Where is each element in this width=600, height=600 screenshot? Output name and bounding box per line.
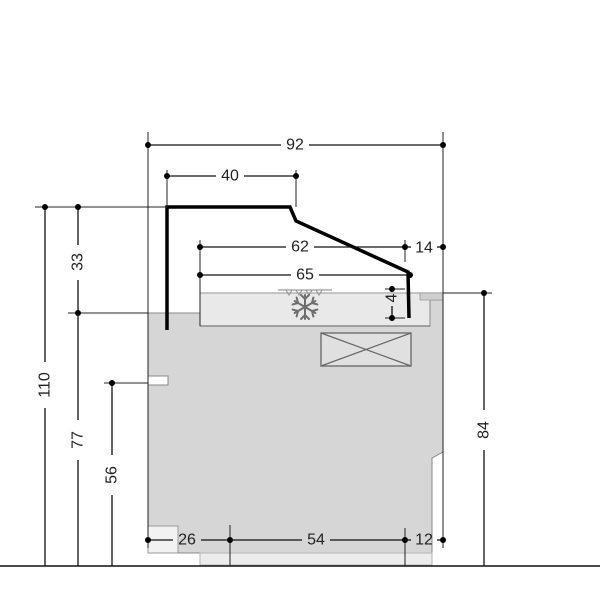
dimension-label-base-left: 26 xyxy=(178,532,196,549)
dimension-label-rear-height: 84 xyxy=(476,421,493,439)
dimension-label-base-middle: 54 xyxy=(307,532,325,549)
dimension-overall-width: 92 xyxy=(145,137,446,154)
snowflake-icon xyxy=(291,294,319,320)
dimension-label-notch-height: 56 xyxy=(104,466,121,484)
dimension-well-inner-width: 62 xyxy=(197,239,408,256)
dimension-base-middle: 54 xyxy=(230,532,408,549)
dimension-overall-height: 110 xyxy=(37,204,54,566)
dimension-counter-height: 77 xyxy=(70,313,87,566)
plinth xyxy=(199,552,433,566)
dimension-label-base-right: 12 xyxy=(415,532,433,549)
dimension-canopy-top-width: 40 xyxy=(164,168,299,185)
dimension-label-overall-height: 110 xyxy=(37,372,54,398)
side-notch xyxy=(147,375,169,386)
dimension-label-well-inner-width: 62 xyxy=(291,239,309,256)
dimension-well-depth: 4 xyxy=(384,286,401,321)
air-flow-icon xyxy=(278,289,332,297)
dimension-label-canopy-height: 33 xyxy=(70,253,87,271)
rear-ledge xyxy=(419,292,444,301)
dimension-label-counter-height: 77 xyxy=(70,431,87,449)
dimension-well-width: 65 xyxy=(197,267,413,284)
dimension-label-overall-width: 92 xyxy=(286,137,304,154)
dimension-canopy-offset: 14 xyxy=(405,240,446,257)
glass-canopy-outline xyxy=(165,205,411,330)
dimension-rear-height: 84 xyxy=(476,290,493,566)
dimension-base-right: 12 xyxy=(405,532,446,549)
dimension-label-well-width: 65 xyxy=(296,267,314,284)
evaporator-diagonal-b xyxy=(320,332,412,367)
crossed-box-icon xyxy=(320,332,412,367)
dimension-notch-height: 56 xyxy=(104,380,121,566)
dimension-label-well-depth: 4 xyxy=(384,293,401,302)
dimension-canopy-height: 33 xyxy=(70,204,87,316)
dimension-label-canopy-top-width: 40 xyxy=(221,168,239,185)
dimension-label-canopy-offset: 14 xyxy=(415,240,433,257)
